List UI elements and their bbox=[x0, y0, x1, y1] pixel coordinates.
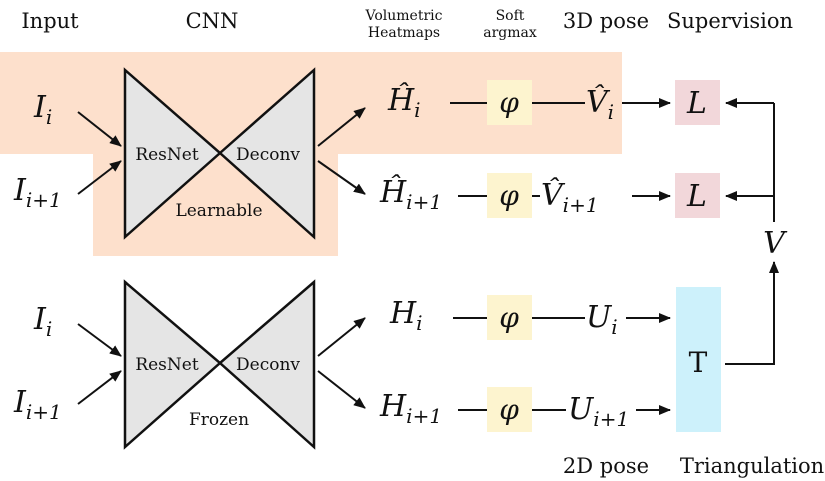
loss-box-1 bbox=[675, 80, 720, 125]
top-softargmax-box-2 bbox=[487, 173, 532, 218]
arrow-top-out-hi bbox=[317, 107, 366, 147]
phi-symbol: φ bbox=[499, 301, 519, 334]
arrow-triangulation-to-v bbox=[725, 261, 779, 365]
bottom-softargmax-box-1 bbox=[487, 295, 532, 340]
top-deconv-label: Deconv bbox=[236, 145, 300, 165]
bottom-heatmap-hi: Hi bbox=[389, 296, 423, 335]
bottom-heatmap-hi1: Hi+1 bbox=[379, 389, 442, 428]
bottom-resnet-encoder bbox=[123, 279, 222, 450]
header-3d-pose: 3D pose bbox=[563, 9, 649, 33]
top-heatmap-hi: Ĥi bbox=[387, 82, 421, 122]
loss-symbol: L bbox=[686, 179, 707, 214]
header-heatmaps: Heatmaps bbox=[368, 25, 440, 41]
bottom-pose-ui1: Ui+1 bbox=[568, 392, 629, 431]
arrow-bottom-out-hi bbox=[317, 317, 366, 357]
triangulation-box bbox=[676, 287, 721, 432]
arrow-top-input-i1 bbox=[77, 160, 122, 195]
header-cnn: CNN bbox=[186, 9, 239, 33]
arrow-top-input-i bbox=[77, 111, 122, 147]
bottom-input-i: Ii bbox=[33, 302, 52, 341]
header-supervision: Supervision bbox=[667, 9, 793, 33]
arrow-bottom-input-i1 bbox=[77, 370, 122, 405]
header-soft: Soft bbox=[496, 8, 525, 24]
top-input-i: Ii bbox=[33, 90, 52, 129]
phi-symbol: φ bbox=[499, 179, 519, 212]
loss-symbol: L bbox=[686, 86, 707, 121]
top-softargmax-box-1 bbox=[487, 80, 532, 125]
bottom-deconv-label: Deconv bbox=[236, 355, 300, 375]
learnable-label: Learnable bbox=[175, 201, 262, 221]
header-triangulation: Triangulation bbox=[680, 454, 824, 478]
top-resnet-label: ResNet bbox=[135, 145, 199, 165]
arrow-bottom-input-i bbox=[77, 323, 122, 357]
top-deconv-decoder bbox=[218, 67, 316, 240]
bottom-softargmax-box-2 bbox=[487, 387, 532, 432]
top-input-i1: Ii+1 bbox=[13, 173, 62, 212]
bottom-pose-ui: Ui bbox=[586, 300, 618, 339]
header-argmax: argmax bbox=[483, 25, 537, 41]
bottom-resnet-label: ResNet bbox=[135, 355, 199, 375]
triangulation-symbol: T bbox=[689, 346, 708, 379]
frozen-label: Frozen bbox=[189, 410, 249, 430]
header-input: Input bbox=[21, 9, 79, 33]
top-pose-vi1: V̂i+1 bbox=[541, 178, 599, 217]
header-volumetric: Volumetric bbox=[365, 8, 443, 24]
arrow-top-out-hi1 bbox=[317, 160, 366, 195]
phi-symbol: φ bbox=[499, 393, 519, 426]
top-heatmap-hi1: Ĥi+1 bbox=[379, 174, 442, 214]
loss-box-2 bbox=[675, 173, 720, 218]
bottom-deconv-decoder bbox=[218, 279, 316, 450]
header-2d-pose: 2D pose bbox=[563, 454, 649, 478]
bottom-input-i1: Ii+1 bbox=[13, 385, 62, 424]
top-resnet-encoder bbox=[123, 67, 222, 240]
arrow-bottom-out-hi1 bbox=[317, 370, 366, 409]
pseudo-label-v: V bbox=[763, 226, 788, 261]
top-pose-vi: V̂i bbox=[586, 85, 614, 124]
phi-symbol: φ bbox=[499, 86, 519, 119]
